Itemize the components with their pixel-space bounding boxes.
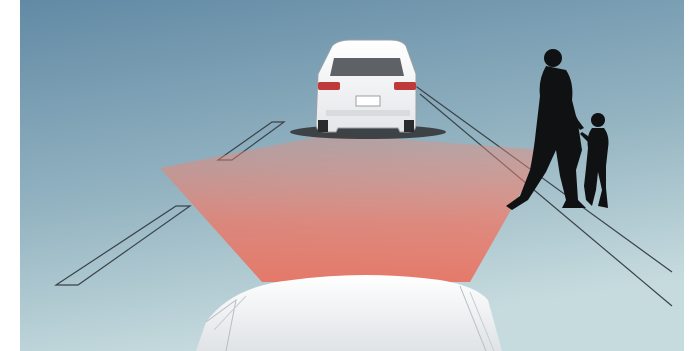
lead-car-rear-window bbox=[330, 58, 404, 76]
lead-car-taillight-left bbox=[318, 82, 340, 90]
lead-car-taillight-right bbox=[394, 82, 416, 90]
lead-car-plate bbox=[356, 96, 380, 106]
right-white-margin bbox=[684, 0, 698, 351]
lead-car-wheel-left bbox=[318, 120, 328, 132]
left-white-margin bbox=[0, 0, 20, 351]
lead-car-bumper bbox=[326, 110, 410, 116]
lead-car-wheel-right bbox=[404, 120, 414, 132]
